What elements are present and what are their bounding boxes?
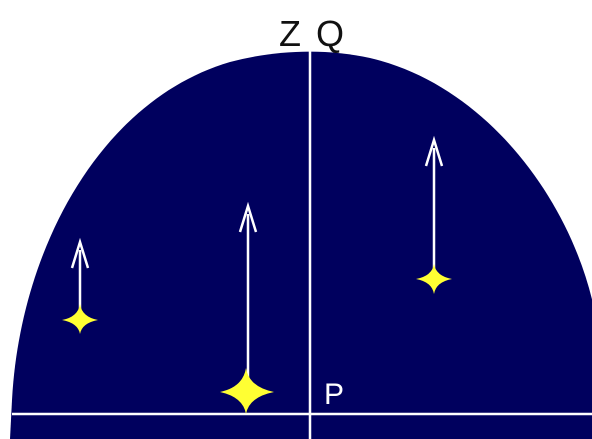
star-left-icon bbox=[62, 304, 98, 334]
star-center-icon bbox=[220, 368, 274, 414]
label-zenith: Z bbox=[279, 13, 301, 54]
sky-dome bbox=[10, 51, 592, 439]
arrow-center bbox=[238, 201, 258, 388]
label-pole: Q bbox=[316, 13, 344, 54]
label-point: P bbox=[324, 378, 344, 411]
star-right-icon bbox=[416, 264, 452, 294]
arrow-right bbox=[424, 135, 444, 276]
